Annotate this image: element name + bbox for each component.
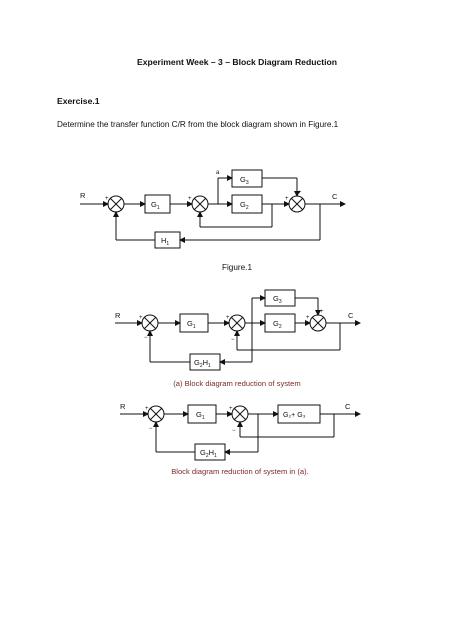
svg-text:−: − <box>232 428 236 434</box>
page-title: Experiment Week – 3 – Block Diagram Redu… <box>137 57 337 67</box>
b-output-label: C <box>345 402 351 411</box>
a-g2h1: G2H1 <box>194 358 211 369</box>
svg-text:+: + <box>139 315 143 321</box>
svg-text:+: + <box>145 406 149 412</box>
figure-caption: Figure.1 <box>221 263 253 272</box>
svg-text:+: + <box>226 315 230 321</box>
a-output-label: C <box>348 311 354 320</box>
svg-text:+: + <box>298 190 302 196</box>
svg-text:+: + <box>229 406 233 412</box>
fig1-h1: H1 <box>161 236 169 247</box>
svg-text:+: + <box>306 315 310 321</box>
svg-text:+: + <box>188 196 192 202</box>
a-g1: G1 <box>187 319 196 330</box>
instruction-text: Determine the transfer function C/R from… <box>57 120 339 129</box>
fig1-output-label: C <box>332 192 338 201</box>
svg-text:+: + <box>105 196 109 202</box>
svg-text:−: − <box>231 337 235 343</box>
caption-b: Block diagram reduction of system in (a)… <box>171 467 309 476</box>
svg-text:−: − <box>144 335 148 341</box>
a-input-label: R <box>115 311 121 320</box>
svg-text:+: + <box>285 196 289 202</box>
fig1-g3: G3 <box>240 175 249 186</box>
a-g3: G3 <box>273 294 282 305</box>
b-g1: G1 <box>196 410 205 421</box>
exercise-heading: Exercise.1 <box>57 96 100 106</box>
fig1-input-label: R <box>80 191 86 200</box>
svg-text:+: + <box>320 309 324 315</box>
fig1-g2: G2 <box>240 200 249 211</box>
fig1-node-a: a <box>216 170 220 176</box>
fig1-g1: G1 <box>151 200 160 211</box>
b-g2-plus-g3: G₂+ G₃ <box>283 412 306 419</box>
a-g2: G2 <box>273 319 282 330</box>
b-input-label: R <box>120 402 126 411</box>
b-g2h1: G2H1 <box>200 448 217 459</box>
caption-a: (a) Block diagram reduction of system <box>173 379 300 388</box>
svg-text:−: − <box>149 426 153 432</box>
